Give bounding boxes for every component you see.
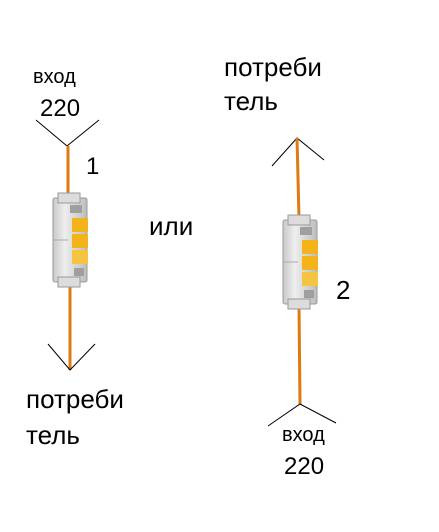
right-circuit [267, 137, 337, 427]
right-load-label-line1: потреби [224, 52, 322, 82]
left-breaker [52, 192, 88, 288]
right-input-marker [267, 403, 337, 427]
left-load-label-line1: потреби [26, 384, 124, 414]
right-input-voltage: 220 [284, 453, 325, 480]
right-breaker [282, 214, 318, 310]
right-load-label-line2: тель [224, 86, 278, 116]
right-wire-top [295, 137, 301, 219]
left-load-label-line2: тель [26, 420, 80, 450]
left-input-label: вход [33, 66, 76, 88]
right-input-label: вход [282, 424, 325, 446]
right-breaker-number: 2 [336, 275, 351, 305]
left-input-voltage: 220 [40, 95, 81, 122]
left-output-arrow [47, 343, 96, 371]
left-circuit [35, 119, 100, 371]
left-input-marker [35, 119, 100, 147]
or-label: или [149, 211, 194, 241]
right-wire-bottom [297, 304, 302, 405]
left-breaker-number: 1 [86, 153, 100, 180]
